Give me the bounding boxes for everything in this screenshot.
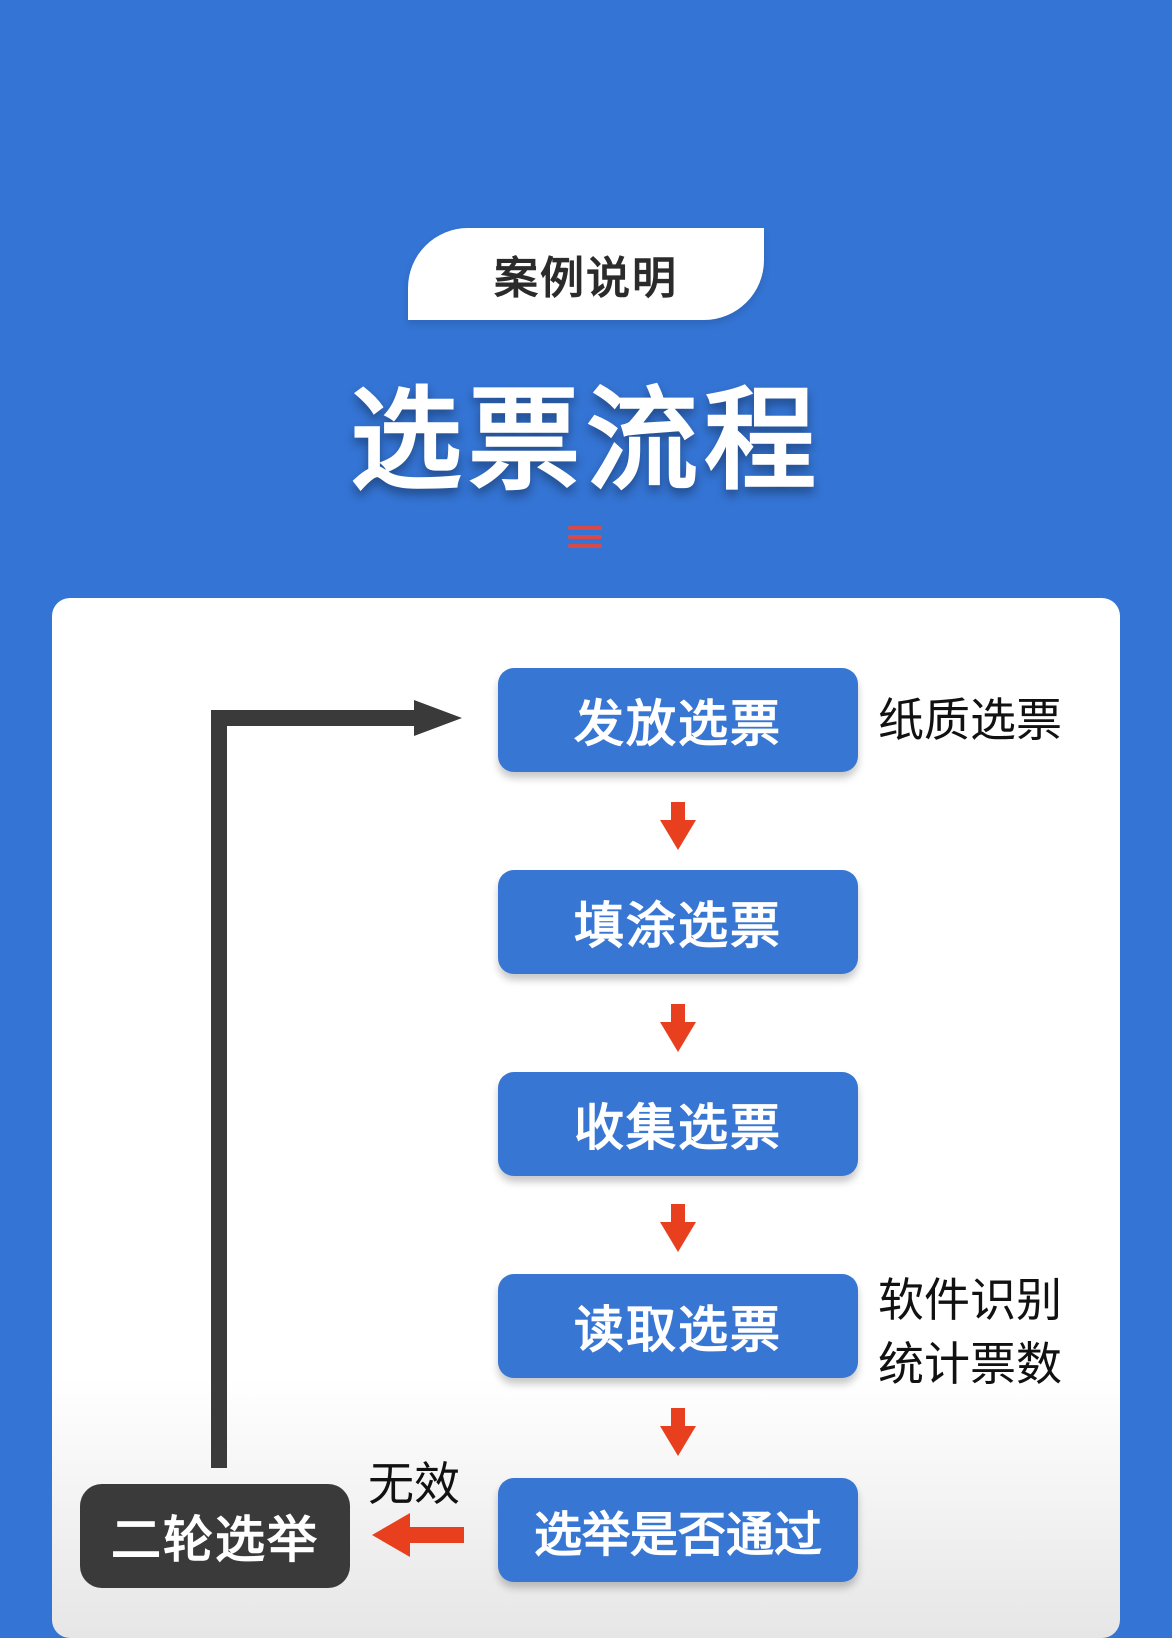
page-title: 选票流程 bbox=[350, 376, 822, 506]
loop-back-line bbox=[211, 710, 420, 1468]
arrow-down-icon bbox=[660, 802, 696, 850]
arrow-right-icon bbox=[414, 700, 462, 736]
note-count-votes: 统计票数 bbox=[878, 1337, 1062, 1391]
note-paper-ballots: 纸质选票 bbox=[878, 693, 1062, 747]
note-software-recognition: 软件识别 bbox=[878, 1273, 1062, 1327]
arrow-down-icon bbox=[660, 1204, 696, 1252]
step-collect-ballots: 收集选票 bbox=[498, 1072, 858, 1176]
arrow-down-icon bbox=[660, 1004, 696, 1052]
flow-connectors bbox=[211, 700, 696, 1557]
case-description-pill: 案例说明 bbox=[408, 228, 764, 320]
step-election-passed: 选举是否通过 bbox=[498, 1478, 858, 1582]
step-issue-ballots: 发放选票 bbox=[498, 668, 858, 772]
step-read-ballots: 读取选票 bbox=[498, 1274, 858, 1378]
second-round-election: 二轮选举 bbox=[80, 1484, 350, 1588]
step-fill-ballots: 填涂选票 bbox=[498, 870, 858, 974]
invalid-label: 无效 bbox=[368, 1457, 460, 1511]
menu-icon bbox=[568, 526, 602, 553]
case-description-label: 案例说明 bbox=[494, 253, 678, 304]
arrow-down-icon bbox=[660, 1408, 696, 1456]
arrow-left-icon bbox=[372, 1513, 464, 1557]
